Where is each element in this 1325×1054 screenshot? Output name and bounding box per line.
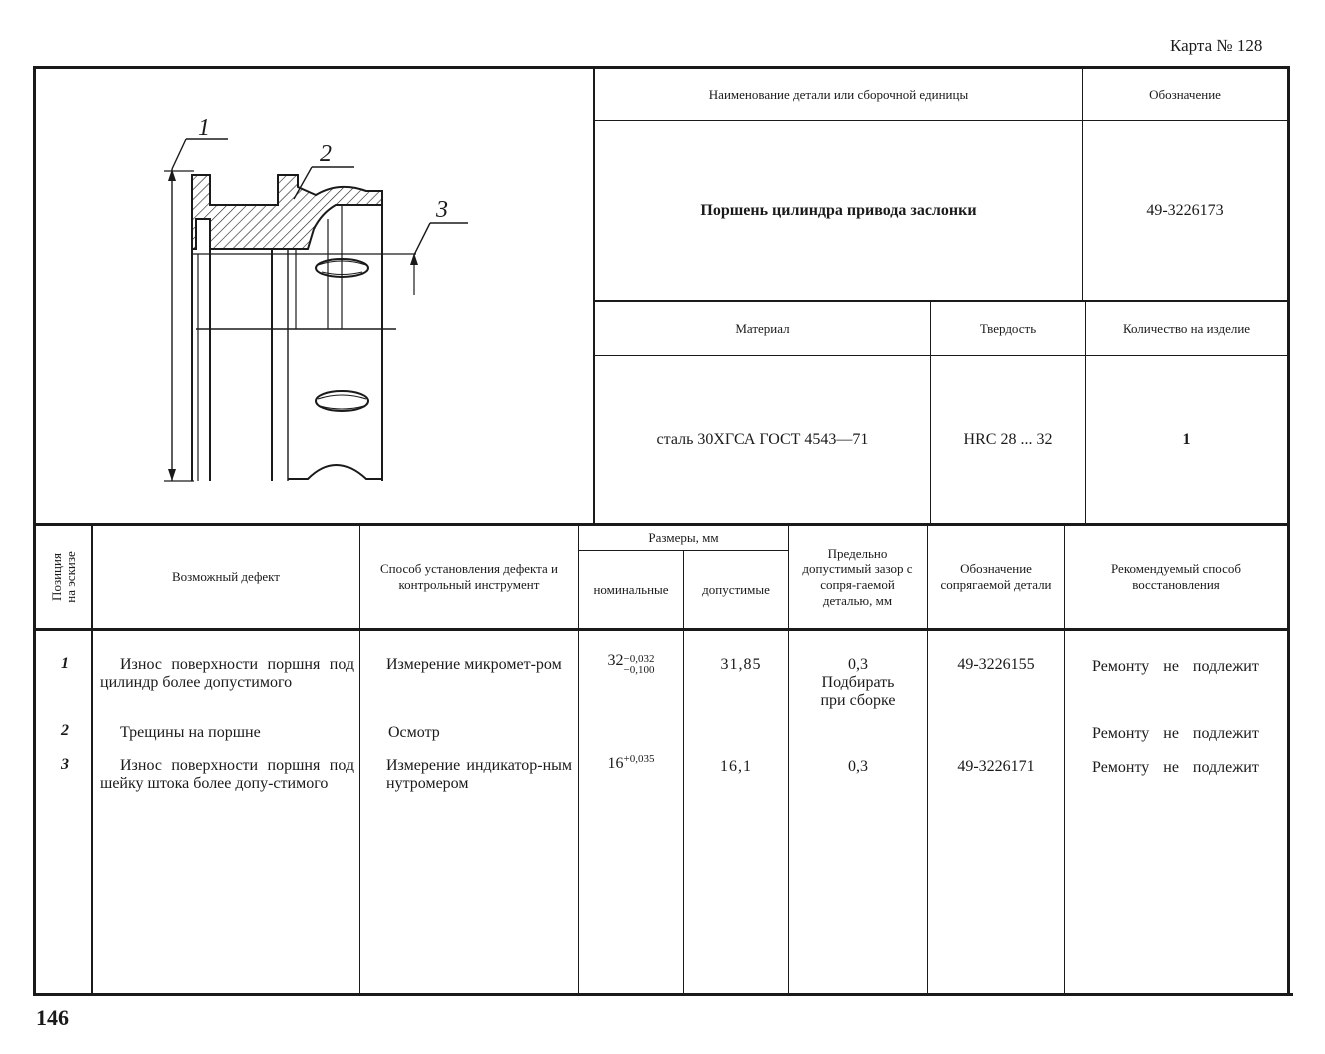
frame-bottom [33,993,1293,996]
info-line-2 [595,300,1287,302]
row2-defect: Трещины на поршне [120,724,261,741]
card-number: Карта № 128 [1170,36,1263,55]
header-position-line1: Позиция [48,553,64,601]
quantity-header: Количество на изделие [1122,320,1251,336]
part-name: Поршень цилиндра привода заслонки [700,201,977,219]
header-allowable: допустимые [702,581,770,597]
hardness-value: HRC 28 ... 32 [963,430,1053,448]
row3-position: 3 [61,756,69,773]
row3-repair: Ремонту не подлежит [1092,759,1259,776]
row1-nominal-upper: −0,032 [623,653,655,665]
hardness-header: Твердость [979,320,1037,336]
callout-3: 3 [435,197,448,223]
row2-position: 2 [61,722,69,739]
row3-clearance: 0,3 [848,758,868,775]
row3-mating: 49-3226171 [957,758,1035,775]
quantity-value: 1 [1182,430,1191,448]
part-sketch: 1 2 3 [164,115,468,482]
row1-method: Измерение микромет-ром [386,656,562,673]
info-vline-1 [1082,68,1083,300]
divider-upper-lower [33,523,1290,526]
info-line-3 [595,355,1287,356]
header-clearance: Предельно допустимый зазор с сопря-гаемо… [802,545,913,608]
col-line-3 [578,526,579,993]
header-method: Способ установления дефекта и контрольны… [380,561,558,592]
row1-defect: Износ поверхности поршня под цилиндр бол… [100,656,354,691]
designation-header: Обозначение [1149,87,1221,103]
info-vline-2 [930,302,931,524]
header-repair: Рекомендуемый способ восстановления [1110,561,1241,592]
col-line-1 [91,526,93,993]
col-line-4 [683,551,684,993]
row1-nominal: 32−0,032−0,100 [579,652,683,676]
callout-1: 1 [198,115,210,141]
row1-allowable: 31,85 [720,656,762,673]
frame-left [33,66,36,996]
info-vline-3 [1085,302,1086,524]
row1-position: 1 [61,655,69,672]
header-position: Позиция на эскизе [36,526,91,628]
divider-sketch [593,66,595,526]
row1-mating: 49-3226155 [957,656,1035,673]
row1-nominal-base: 32 [607,652,624,669]
header-defect: Возможный дефект [172,569,280,585]
col-line-6 [927,526,928,993]
row1-clearance-note: Подбирать при сборке [820,674,896,709]
frame-top [33,66,1290,69]
row3-nominal-base: 16 [607,755,624,772]
row1-repair: Ремонту не подлежит [1092,658,1259,675]
row2-method: Осмотр [388,724,440,741]
header-sizes: Размеры, мм [648,530,719,546]
part-designation: 49-3226173 [1146,201,1224,219]
row2-repair: Ремонту не подлежит [1092,725,1259,742]
part-name-header: Наименование детали или сборочной единиц… [708,87,969,103]
callout-2: 2 [320,141,332,167]
table-header-bottom [36,628,1290,631]
row3-allowable: 16,1 [720,758,752,775]
row3-defect: Износ поверхности поршня под шейку штока… [100,757,354,792]
material-value: сталь 30ХГСА ГОСТ 4543—71 [656,430,869,448]
col-line-7 [1064,526,1065,993]
row1-clearance-value: 0,3 [848,656,868,673]
row3-nominal: 16+0,035 [579,754,683,773]
col-line-5 [788,526,789,993]
header-mating: Обозначение сопрягаемой детали [940,561,1052,592]
header-nominal: номинальные [593,581,669,597]
row1-clearance: 0,3 Подбирать при сборке [789,656,927,710]
row1-nominal-lower: −0,100 [623,664,655,676]
header-position-line2: на эскизе [62,551,78,603]
col-line-2 [359,526,360,993]
row3-nominal-upper: +0,035 [623,753,655,765]
material-header: Материал [735,320,790,336]
row3-method: Измерение индикатор-ным нутромером [386,757,572,792]
sizes-subline [579,550,788,551]
page-number: 146 [36,1005,69,1030]
info-line-1 [595,120,1287,121]
frame-right [1287,66,1290,996]
